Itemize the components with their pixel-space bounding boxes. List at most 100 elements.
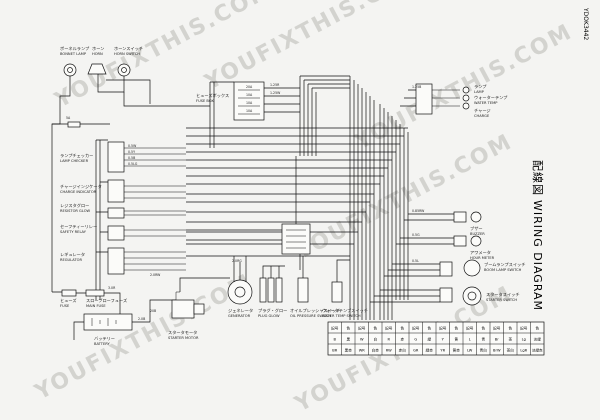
svg-text:BONNET LAMP: BONNET LAMP xyxy=(60,52,87,56)
water-temp-indicator: ウォーターテンプ WATER TEMP xyxy=(462,94,508,105)
title-jp: 配線図 xyxy=(531,160,545,196)
table-cell: BR xyxy=(332,349,337,353)
table-cell: 色 xyxy=(346,326,350,331)
svg-text:レジスタグロー: レジスタグロー xyxy=(60,202,89,209)
wire-code: 1.25W xyxy=(270,91,281,95)
water-temp-switch: ウォータテンプスイッチ WATER TEMP SWITCH xyxy=(322,281,368,318)
svg-text:ウォーターテンプ: ウォーターテンプ xyxy=(474,94,508,101)
wire-code: 0.5Y xyxy=(128,150,135,154)
battery: バッテリー BATTERY xyxy=(83,313,133,346)
svg-text:スタータモータ: スタータモータ xyxy=(168,329,197,336)
table-cell: B xyxy=(334,338,337,342)
horn: ホーン HORN xyxy=(87,46,107,75)
svg-text:BUZZER: BUZZER xyxy=(470,232,485,236)
svg-text:WATER TEMP SWITCH: WATER TEMP SWITCH xyxy=(322,314,361,318)
table-cell: 記号 xyxy=(466,326,474,331)
table-cell: 赤白 xyxy=(399,348,407,353)
wire-code: 20B xyxy=(150,309,156,313)
bonnet-lamp: ボーネルランプ BONNET LAMP xyxy=(60,45,90,77)
table-cell: LW xyxy=(467,349,473,353)
svg-text:WATER TEMP: WATER TEMP xyxy=(474,101,498,105)
table-cell: BrW xyxy=(493,349,501,353)
starter-switch: スタータスイッチ STARTER SWITCH xyxy=(439,286,520,306)
wire-code: 1.25R xyxy=(270,83,280,87)
table-cell: YR xyxy=(440,349,445,353)
wire-code: 0.5LG xyxy=(128,162,138,166)
svg-text:SAFETY RELAY: SAFETY RELAY xyxy=(60,230,87,234)
svg-text:ホーンスイッチ: ホーンスイッチ xyxy=(114,46,143,51)
svg-text:ボーネルランプ: ボーネルランプ xyxy=(60,45,90,52)
svg-text:GENERATOR: GENERATOR xyxy=(228,314,251,318)
wire-code: 0.85RW xyxy=(412,209,425,213)
svg-text:CHARGE INDICATOR: CHARGE INDICATOR xyxy=(60,190,97,194)
svg-text:スローブローフューズ: スローブローフューズ xyxy=(86,297,127,304)
svg-text:スタータスイッチ: スタータスイッチ xyxy=(486,291,520,298)
table-cell: 白赤 xyxy=(372,348,380,353)
svg-text:STARTER SWITCH: STARTER SWITCH xyxy=(486,298,517,302)
svg-text:10A: 10A xyxy=(246,109,253,113)
table-cell: 色 xyxy=(454,326,458,331)
watermark: YOUFIXTHIS.COM xyxy=(290,129,517,265)
title-en: WIRING DIAGRAM xyxy=(531,200,544,311)
table-cell: 青 xyxy=(481,337,485,342)
svg-text:HORN: HORN xyxy=(92,52,103,56)
table-cell: Lg xyxy=(522,338,526,342)
right-connector-top xyxy=(415,83,460,115)
svg-text:HOUR METER: HOUR METER xyxy=(470,256,495,260)
svg-text:ヒューズボックス: ヒューズボックス xyxy=(196,92,229,99)
center-connector xyxy=(281,223,311,255)
wire-code: 0.5W xyxy=(128,144,137,148)
table-cell: 緑 xyxy=(427,337,431,342)
fuse-box: ヒューズボックス FUSE BOX 20A 10A 10A 10A xyxy=(196,81,265,121)
svg-text:プラグ・グロー: プラグ・グロー xyxy=(258,307,287,314)
svg-text:ランプチェッカー: ランプチェッカー xyxy=(60,153,93,159)
table-cell: 記号 xyxy=(331,326,339,331)
table-cell: 記号 xyxy=(493,326,501,331)
wire-code: 0.5G xyxy=(412,233,420,237)
svg-text:STARTER MOTOR: STARTER MOTOR xyxy=(168,336,199,340)
horn-switch: ホーンスイッチ HORN SWITCH xyxy=(114,46,143,77)
svg-text:ランプ: ランプ xyxy=(474,84,487,90)
svg-text:レギュレータ: レギュレータ xyxy=(60,251,85,258)
table-cell: L xyxy=(469,338,471,342)
hour-meter: アワメータ HOUR METER xyxy=(453,235,495,260)
svg-text:OIL PRESSURE SWITCH: OIL PRESSURE SWITCH xyxy=(290,314,331,318)
safety-relay: セーフティーリレー SAFETY RELAY xyxy=(60,224,186,241)
table-cell: 茶白 xyxy=(507,348,515,353)
table-cell: G xyxy=(414,338,417,342)
svg-text:10A: 10A xyxy=(246,93,253,97)
table-cell: 記号 xyxy=(358,326,366,331)
svg-text:ヒューズ: ヒューズ xyxy=(60,297,77,304)
svg-text:ジェネレータ: ジェネレータ xyxy=(228,307,253,314)
table-cell: 茶 xyxy=(508,337,512,342)
boom-lamp-switch: ブームランプスイッチ BOOM LAMP SWITCH xyxy=(439,259,525,277)
charge-indicator: チャージインジケータ CHARGE INDICATOR xyxy=(60,179,186,203)
table-cell: GR xyxy=(413,349,419,353)
table-cell: Br xyxy=(495,338,499,342)
svg-text:セーフティーリレー: セーフティーリレー xyxy=(60,224,97,230)
table-cell: 色 xyxy=(400,326,404,331)
svg-text:REGULATOR: REGULATOR xyxy=(60,258,82,262)
svg-text:LAMP: LAMP xyxy=(474,90,485,94)
generator: ジェネレータ GENERATOR xyxy=(227,279,253,318)
table-cell: 淡緑 xyxy=(534,337,542,342)
wire-code: 2.0RW xyxy=(150,273,161,277)
svg-text:RESISTOR GLOW: RESISTOR GLOW xyxy=(60,209,91,213)
svg-text:CHARGE: CHARGE xyxy=(474,114,490,118)
document-id: YDOK3442 xyxy=(582,7,589,40)
table-cell: Y xyxy=(442,338,445,342)
table-cell: 色 xyxy=(427,326,431,331)
table-cell: 色 xyxy=(508,326,512,331)
svg-text:チャージ: チャージ xyxy=(474,108,491,113)
svg-text:ブザー: ブザー xyxy=(470,225,483,232)
table-cell: 記号 xyxy=(412,326,420,331)
fuse: ヒューズ FUSE xyxy=(60,289,77,308)
plug-glow: プラグ・グロー PLUG GLOW xyxy=(258,277,287,318)
table-cell: 記号 xyxy=(385,326,393,331)
table-cell: R xyxy=(388,338,391,342)
table-cell: RW xyxy=(386,349,392,353)
table-cell: WR xyxy=(359,349,366,353)
table-cell: 赤 xyxy=(400,337,404,342)
